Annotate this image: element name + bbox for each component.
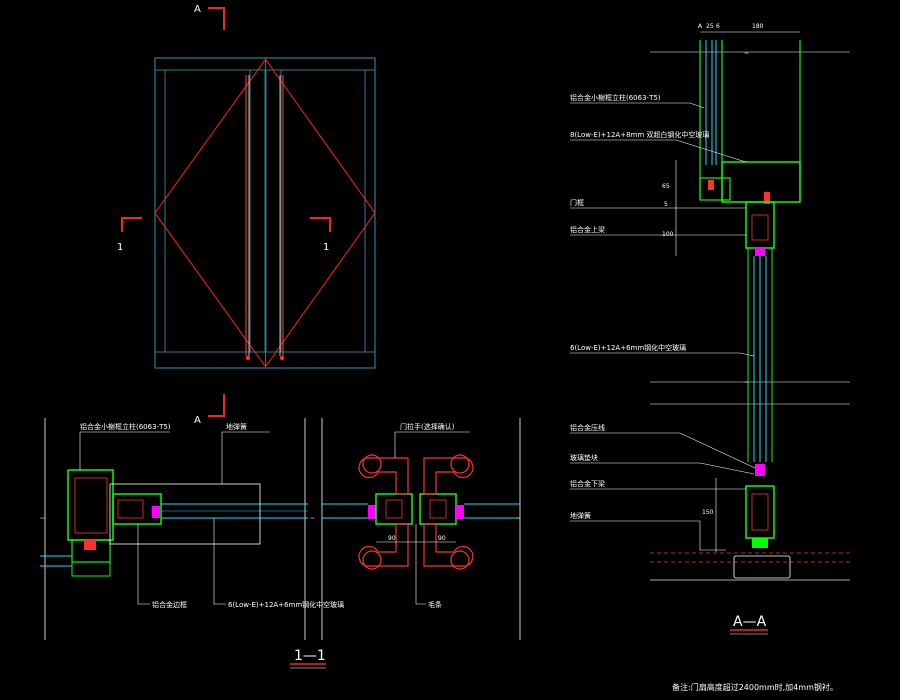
plan-section-title: 1—1 xyxy=(294,648,326,664)
door-bottom-shoe xyxy=(752,538,768,548)
transom xyxy=(721,161,801,203)
vertical-section-a-a: A 25 6 180 xyxy=(570,23,850,635)
leader-door-frame xyxy=(137,524,150,605)
plan-handle-top-right xyxy=(423,457,474,495)
break-mark-left: ~ xyxy=(40,515,45,522)
plan-dim-right: 90 xyxy=(438,535,446,542)
plan-mullion-foot xyxy=(71,561,111,577)
plan-mullion-inner xyxy=(74,477,108,534)
plan-bead-far-right xyxy=(456,505,464,519)
plan-label-mullion: 铝合金小榭框立柱(6063-T5) xyxy=(80,422,171,431)
plan-meeting-stile-right xyxy=(419,493,457,525)
section-a-bottom-label: A xyxy=(194,415,201,426)
plan-left-frame xyxy=(112,493,162,525)
section-a-top-marker xyxy=(208,7,225,30)
plan-handle-bottom-right xyxy=(423,523,474,567)
door-bottom-rail-inner xyxy=(751,493,769,531)
plan-meeting-inner-right xyxy=(429,499,447,519)
plan-bead-right xyxy=(368,505,376,519)
section-label-gasket: 玻璃垫块 xyxy=(570,453,598,462)
plan-label-glass: 6(Low-E)+12A+6mm钢化中空玻璃 xyxy=(228,600,344,609)
plan-meeting-inner-left xyxy=(385,499,403,519)
plan-section-1-1: 90 90 铝合金小榭框立柱(6063-T5) 地弹簧 门拉手(选择确认) 铝合… xyxy=(40,418,521,669)
section-dim-25: 25 xyxy=(706,23,714,30)
plan-label-door-frame: 铝合金边框 xyxy=(152,600,187,609)
break-mark-right: ~ xyxy=(516,515,521,522)
section-label-top-rail: 铝合金上梁 xyxy=(570,225,605,234)
vdim-150: 150 xyxy=(702,509,714,516)
section-dim-a: A xyxy=(698,23,703,30)
vdim-100: 100 xyxy=(662,231,674,238)
section-dim-6: 6 xyxy=(716,23,720,30)
plan-label-floor-spring: 地弹簧 xyxy=(226,422,247,431)
section-1-right-marker xyxy=(310,217,331,232)
plan-handle-bottom-left-knob xyxy=(362,550,382,570)
section-leader-gasket xyxy=(570,462,755,475)
section-label-floor-spring: 地弹簧 xyxy=(570,511,591,520)
drawing-note: 备注:门扇高度超过2400mm时,加4mm钢衬。 xyxy=(672,682,838,692)
section-1-left-marker xyxy=(121,217,142,232)
door-bottom-bead xyxy=(755,464,765,476)
section-label-mullion: 铝合金小榭框立柱(6063-T5) xyxy=(570,93,661,102)
right-pivot xyxy=(279,355,285,361)
right-leaf-swing-line xyxy=(265,59,376,367)
break-mark-mid: ~ xyxy=(310,515,315,522)
transom-bead xyxy=(708,180,714,190)
section-leader-glazing-bead xyxy=(570,432,756,469)
section-leader-floor-spring xyxy=(570,520,726,551)
left-pivot xyxy=(245,355,251,361)
plan-mullion-bolt xyxy=(84,540,96,550)
transom-inner xyxy=(699,177,731,201)
vdim-5: 5 xyxy=(664,201,668,208)
plan-handle-top-left xyxy=(358,457,409,495)
plan-left-frame-inner xyxy=(117,499,144,519)
section-break-mid: ~ xyxy=(744,379,749,386)
section-label-upper-glass: 8(Low-E)+12A+8mm 双超白钢化中空玻璃 xyxy=(570,130,709,139)
door-elevation xyxy=(154,57,376,369)
section-a-bottom-marker xyxy=(208,394,225,417)
section-dim-180: 180 xyxy=(752,23,764,30)
section-label-door-glass: 6(Low-E)+12A+6mm钢化中空玻璃 xyxy=(570,343,686,352)
section-1-left-label: 1 xyxy=(117,242,123,253)
section-label-bottom-rail: 铝合金下梁 xyxy=(570,479,605,488)
vertical-section-title: A—A xyxy=(733,614,767,630)
leader-seal xyxy=(415,524,426,605)
section-leader-mullion xyxy=(570,102,705,109)
transom-fixing xyxy=(764,192,770,204)
plan-handle-bottom-right-knob xyxy=(450,550,470,570)
plan-dim-left: 90 xyxy=(388,535,396,542)
section-break-top: ~ xyxy=(744,50,749,57)
left-leaf-stile xyxy=(249,69,266,353)
plan-floor-spring-box xyxy=(109,483,261,545)
section-label-glazing-bead: 铝合金压线 xyxy=(570,423,605,432)
leader-glass xyxy=(213,518,226,605)
door-top-bead xyxy=(755,248,765,256)
floor-spring-box xyxy=(733,555,791,579)
section-1-right-label: 1 xyxy=(323,242,329,253)
door-top-rail xyxy=(745,201,775,249)
vdim-65: 65 xyxy=(662,183,670,190)
plan-meeting-stile-left xyxy=(375,493,413,525)
right-leaf-stile xyxy=(265,69,282,353)
plan-handle-top-right-knob xyxy=(450,454,470,474)
plan-label-seal: 毛条 xyxy=(428,600,442,609)
door-top-rail-inner xyxy=(751,214,769,241)
section-markers: A A 1 1 xyxy=(117,4,331,426)
section-label-door-head: 门框 xyxy=(570,198,584,207)
plan-handle-bottom-left xyxy=(358,523,409,567)
left-leaf-swing-line xyxy=(154,59,266,367)
plan-handle-top-left-knob xyxy=(362,454,382,474)
plan-label-handle: 门拉手(选择确认) xyxy=(400,422,455,431)
section-leader-door-glass xyxy=(570,352,755,357)
section-a-top-label: A xyxy=(194,4,201,15)
section-leader-upper-glass xyxy=(570,139,747,163)
plan-left-bead xyxy=(152,506,160,518)
